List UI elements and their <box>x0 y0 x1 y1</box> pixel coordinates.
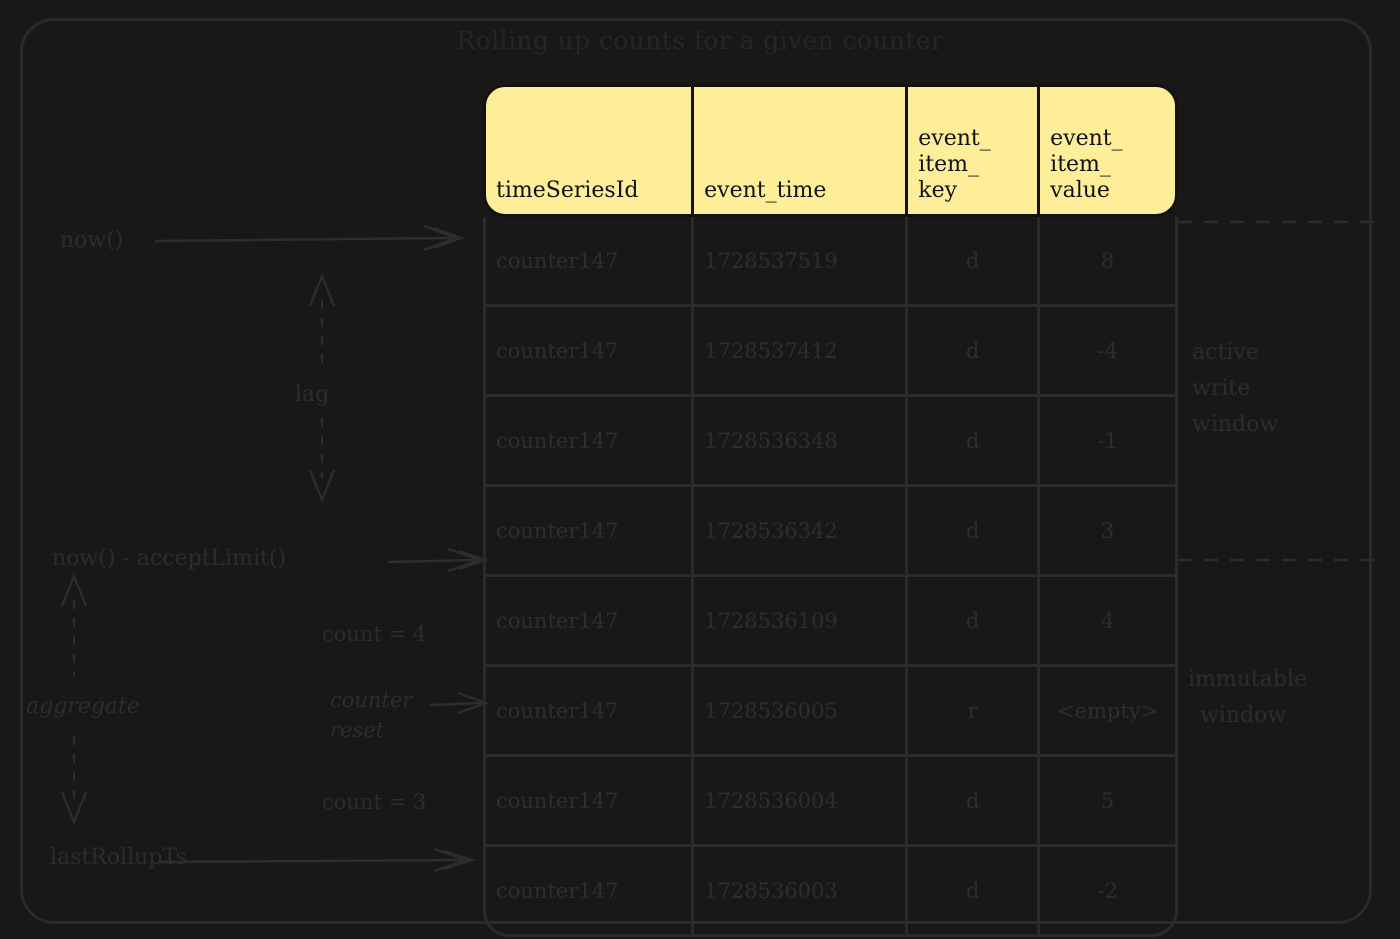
cell-timeSeriesId: counter147 <box>486 577 695 664</box>
cell-event-time: 1728536348 <box>694 397 909 484</box>
events-table: timeSeriesId event_time event_item_key e… <box>483 84 1178 937</box>
now-label: now() <box>60 228 124 253</box>
accept-limit-label: now() - acceptLimit() <box>52 546 287 571</box>
cell-timeSeriesId: counter147 <box>486 667 695 754</box>
cell-event-item-key: d <box>908 217 1041 304</box>
active-window-label-line2: write <box>1192 376 1251 401</box>
cell-event-item-value: <empty> <box>1056 698 1159 723</box>
column-header-event-item-value: event_item_value <box>1050 126 1123 204</box>
count-upper-label: count = 4 <box>322 622 427 646</box>
cell-event-item-value: -2 <box>1097 878 1118 903</box>
cell-event-item-value: -4 <box>1097 338 1118 363</box>
cell-event-item-value: -1 <box>1097 428 1118 453</box>
aggregate-label: aggregate <box>26 694 140 719</box>
cell-timeSeriesId: counter147 <box>486 397 695 484</box>
cell-timeSeriesId: counter147 <box>486 217 695 304</box>
cell-event-item-value: 3 <box>1100 518 1115 543</box>
active-window-label-line1: active <box>1192 340 1259 365</box>
page-title: Rolling up counts for a given counter <box>456 26 944 55</box>
outer-frame <box>20 18 1372 924</box>
cell-event-time: 1728536004 <box>694 757 909 844</box>
cell-event-item-key: d <box>908 847 1041 934</box>
cell-event-item-key: d <box>908 757 1041 844</box>
cell-event-item-key: d <box>908 397 1041 484</box>
immutable-window-label-line2: window <box>1200 703 1287 728</box>
lag-label: lag <box>295 382 330 407</box>
cell-timeSeriesId: counter147 <box>486 847 695 934</box>
column-header-timeseriesid: timeSeriesId <box>486 87 695 214</box>
cell-event-time: 1728536109 <box>694 577 909 664</box>
cell-event-time: 1728536005 <box>694 667 909 754</box>
cell-event-item-value: 4 <box>1100 608 1115 633</box>
immutable-window-label-line1: immutable <box>1188 667 1308 692</box>
column-header-event-item-key: event_item_key <box>908 87 1041 214</box>
last-rollup-label: lastRollupTs <box>50 845 187 870</box>
cell-event-item-key: d <box>908 577 1041 664</box>
cell-event-time: 1728537519 <box>694 217 909 304</box>
cell-event-item-value: 5 <box>1100 788 1115 813</box>
table-header-row: timeSeriesId event_time event_item_key e… <box>483 84 1178 217</box>
cell-timeSeriesId: counter147 <box>486 487 695 574</box>
counter-reset-label-line1: counter <box>330 688 413 712</box>
active-window-label-line3: window <box>1192 412 1279 437</box>
cell-event-time: 1728536342 <box>694 487 909 574</box>
cell-timeSeriesId: counter147 <box>486 757 695 844</box>
cell-event-item-value: 8 <box>1100 248 1115 273</box>
count-lower-label: count = 3 <box>322 790 427 814</box>
cell-timeSeriesId: counter147 <box>486 307 695 394</box>
column-header-event-time: event_time <box>694 87 909 214</box>
cell-event-item-key: d <box>908 487 1041 574</box>
cell-event-time: 1728537412 <box>694 307 909 394</box>
cell-event-item-key: d <box>908 307 1041 394</box>
cell-event-time: 1728536003 <box>694 847 909 934</box>
cell-event-item-key: r <box>908 667 1041 754</box>
counter-reset-label-line2: reset <box>330 718 385 742</box>
